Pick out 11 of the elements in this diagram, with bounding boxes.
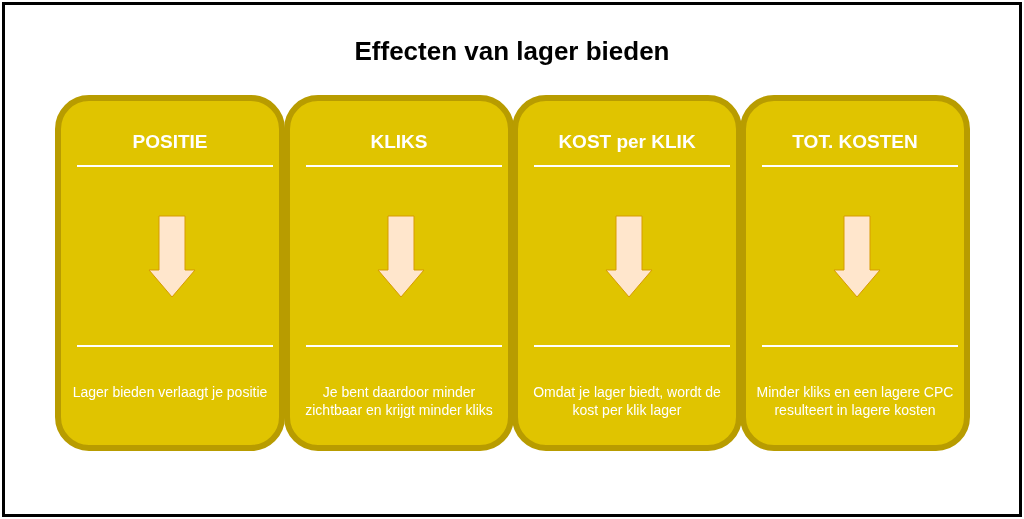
card-description: Lager bieden verlaagt je positie (71, 383, 269, 401)
card-description: Je bent daardoor minder zichtbaar en krijgt minder kliks (304, 383, 494, 419)
card-heading: POSITIE (131, 131, 209, 153)
card-description: Omdat je lager biedt, wordt de kost per klik lager (532, 383, 722, 419)
card-heading: KLIKS (369, 131, 429, 153)
card-heading: KOST per KLIK (557, 131, 697, 153)
card-heading: TOT. KOSTEN (791, 131, 919, 153)
card (740, 95, 970, 451)
card (55, 95, 285, 451)
card-description: Minder kliks en een lagere CPC resulteert in lagere kosten (756, 383, 954, 419)
title: Effecten van lager bieden (353, 36, 671, 67)
